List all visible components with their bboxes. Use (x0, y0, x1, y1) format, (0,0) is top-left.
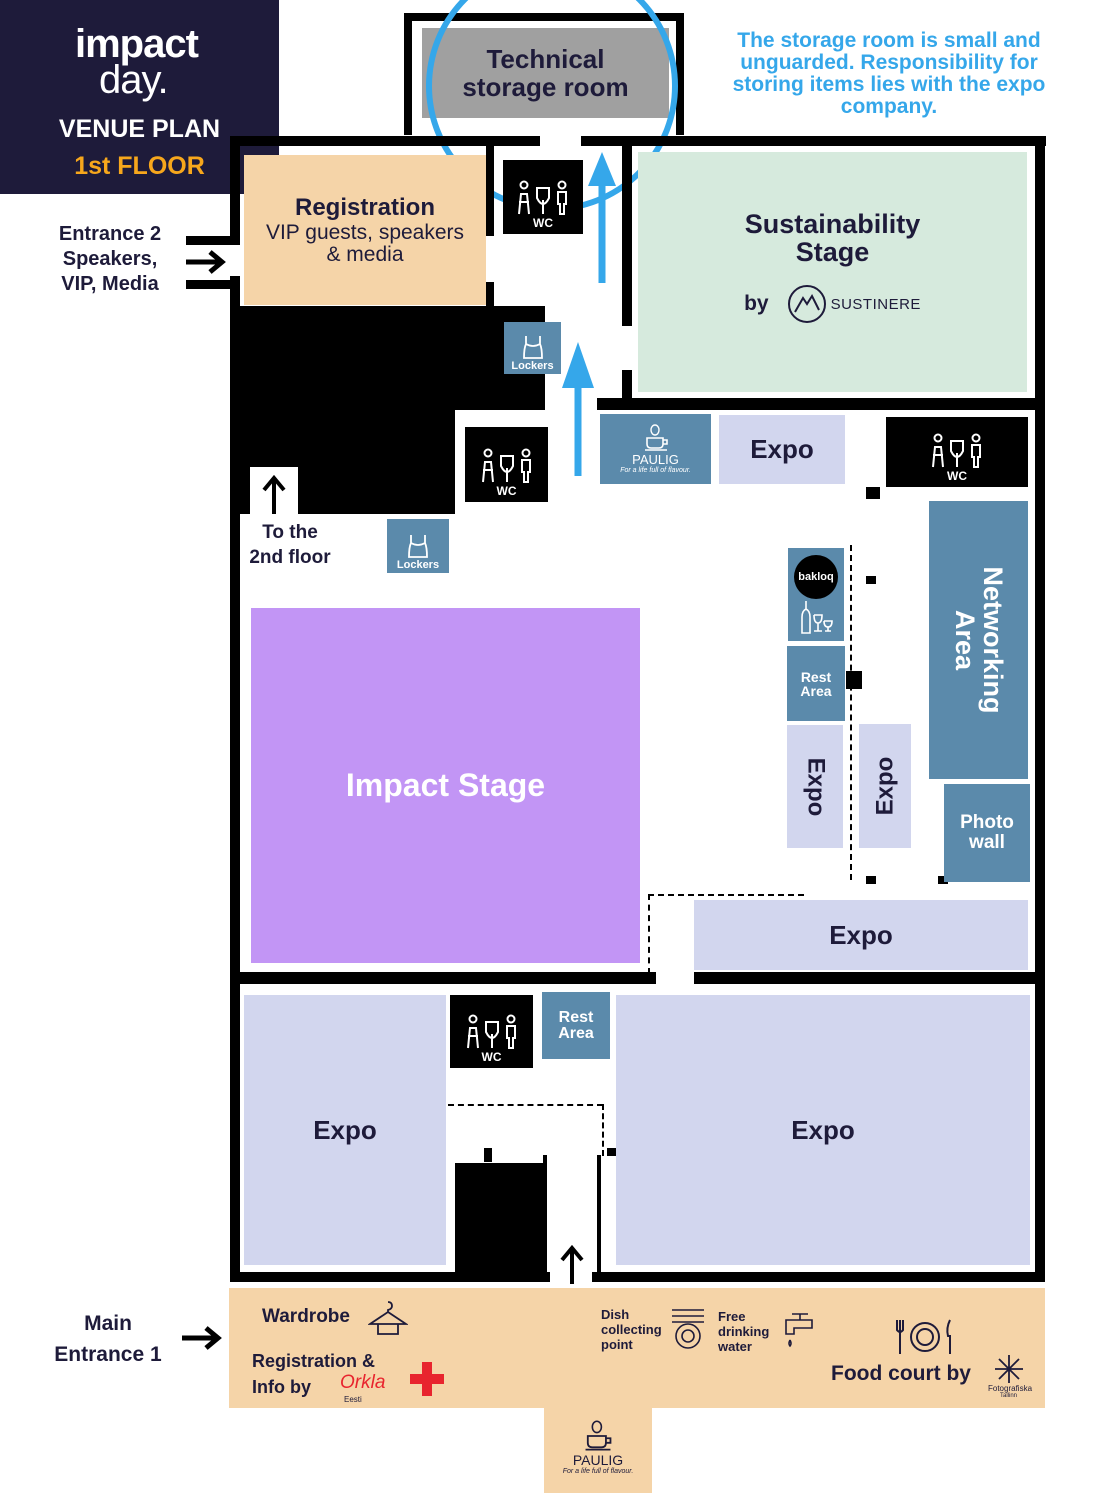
bakloq-logo: bakloq (794, 554, 838, 599)
expo-label: Expo (750, 434, 814, 464)
orkla-logo: Orkla (340, 1372, 386, 1393)
fotografiska-snowflake-icon (994, 1354, 1024, 1389)
paulig-label: PAULIG (572, 1451, 624, 1468)
to-2nd-floor-label: To the 2nd floor (249, 522, 331, 568)
registration-room: Registration VIP guests, speakers & medi… (244, 155, 486, 305)
sustinere-label: SUSTINERE (830, 295, 921, 313)
registration-title: Registration (294, 194, 435, 221)
expo-booth-vertical-1: Expo (787, 725, 843, 848)
main-entrance-up-arrow-icon (558, 1244, 586, 1291)
lockers-label: Lockers (511, 360, 554, 372)
bakloq-booth: bakloq (788, 548, 844, 641)
first-aid-cross-icon (410, 1362, 444, 1401)
main-entrance-arrow-icon (180, 1324, 222, 1357)
expo-hall-left: Expo (244, 995, 446, 1265)
water-tap-icon (782, 1310, 816, 1355)
expo-booth-wide: Expo (694, 900, 1028, 970)
header-box: impact day. VENUE PLAN 1st FLOOR (0, 0, 279, 194)
paulig-tagline: For a life full of flavour. (562, 1467, 634, 1475)
photo-wall: Photo wall (944, 784, 1030, 882)
wc-label: WC (533, 216, 553, 230)
coffee-cup-icon (644, 424, 668, 451)
sustainability-title: Sustainability Stage (744, 209, 921, 267)
coffee-cup-icon (585, 1419, 612, 1451)
expo-label: Expo (313, 1114, 377, 1145)
logo-impact: impact (75, 22, 199, 66)
expo-booth-vertical-2: Expo (859, 724, 911, 848)
paulig-foyer-logo: PAULIG For a life full of flavour. (544, 1412, 652, 1482)
dishes-icon (668, 1306, 708, 1355)
wardrobe-label: Wardrobe (262, 1306, 350, 1327)
sustainability-by: by (744, 292, 769, 315)
wine-bottle-icon (801, 600, 833, 634)
registration-subtitle: VIP guests, speakers & media (265, 221, 465, 266)
registration-info-label: Registration & Info by (252, 1351, 376, 1397)
floor-label: 1st FLOOR (74, 152, 205, 180)
wardrobe-hanger-icon (367, 1300, 409, 1341)
up-arrow-icon (260, 474, 288, 521)
impact-stage-label: Impact Stage (345, 767, 546, 803)
rest-area-bottom: Rest Area (542, 992, 610, 1059)
expo-label: Expo (871, 756, 898, 816)
wc-right: WC (886, 417, 1028, 487)
wc-icon (932, 433, 981, 468)
locker-bag-icon (408, 535, 428, 558)
foyer-bar (229, 1288, 1045, 1408)
rest-area-label: Rest Area (800, 668, 832, 699)
direction-arrow-icon (560, 340, 596, 483)
orkla-sub: Eesti (344, 1395, 362, 1404)
paulig-booth: PAULIG For a life full of flavour. (600, 414, 711, 484)
venue-plan-title: VENUE PLAN (58, 115, 221, 143)
plate-cutlery-icon (896, 1318, 954, 1361)
networking-area: Networking Area (929, 501, 1028, 779)
expo-label: Expo (802, 757, 829, 816)
paulig-tagline: For a life full of flavour. (620, 467, 691, 474)
main-entrance-label: Main Entrance 1 (54, 1312, 162, 1366)
locker-bag-icon (522, 336, 543, 359)
fotografiska-label: Fotografiska (988, 1384, 1033, 1393)
storage-notice: The storage room is small and unguarded.… (732, 29, 1046, 118)
wc-label: WC (947, 469, 967, 483)
lockers-label: Lockers (396, 559, 440, 571)
direction-arrow-icon (586, 150, 618, 290)
sustainability-stage: Sustainability Stage by SUSTINERE (638, 152, 1027, 392)
paulig-label: PAULIG (632, 452, 679, 467)
sustinere-logo-icon (787, 285, 826, 323)
logo-day: day. (99, 58, 169, 102)
wc-top: WC (503, 160, 583, 234)
expo-label: Expo (829, 919, 893, 950)
networking-label: Networking Area (949, 566, 1008, 714)
expo-label: Expo (791, 1114, 855, 1145)
wc-icon (518, 180, 567, 215)
rest-area-label: Rest Area (558, 1008, 594, 1042)
lockers-top: Lockers (504, 322, 561, 374)
wc-icon (481, 448, 531, 483)
entrance-2-arrow-icon (184, 248, 226, 281)
wc-bottom: WC (450, 995, 533, 1068)
dish-collecting-label: Dish collecting point (601, 1307, 662, 1352)
expo-booth-top: Expo (719, 415, 845, 484)
free-water-label: Free drinking water (718, 1309, 770, 1354)
impact-stage: Impact Stage (251, 608, 640, 963)
lockers-middle: Lockers (387, 519, 449, 573)
wc-middle: WC (465, 427, 548, 502)
wc-icon (466, 1014, 516, 1049)
food-court-label: Food court by (831, 1362, 971, 1385)
wc-label: WC (481, 1050, 502, 1064)
wc-label: WC (496, 484, 517, 498)
photo-wall-label: Photo wall (960, 812, 1014, 853)
rest-area-right: Rest Area (787, 646, 845, 721)
expo-hall-right: Expo (616, 995, 1030, 1265)
entrance-2-label: Entrance 2 Speakers, VIP, Media (58, 223, 162, 295)
fotografiska-sub: Tallinn (1000, 1393, 1018, 1399)
